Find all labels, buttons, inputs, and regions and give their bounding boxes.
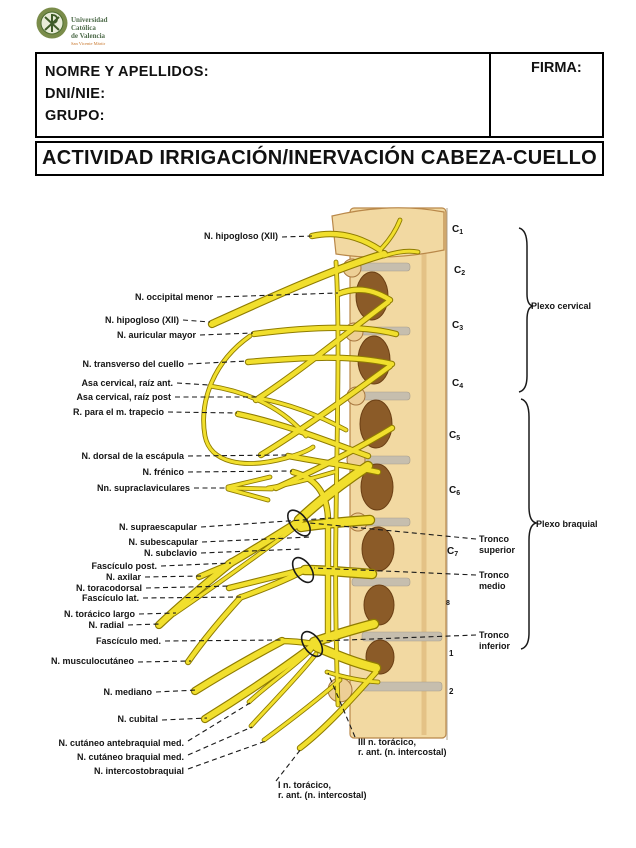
university-logo: Universidad Católica de Valencia San Vic…	[35, 6, 205, 46]
trunk-line: inferior	[479, 641, 511, 651]
nerve-label: Nn. supraclaviculares	[96, 483, 190, 493]
vertebra-label: C3	[452, 320, 463, 332]
nerve-label: N. musculocutáneo	[50, 656, 134, 666]
nerve-label: N. mediano	[103, 687, 152, 697]
university-name: Universidad Católica de Valencia San Vic…	[71, 16, 108, 46]
vertebra-number: 6	[456, 490, 461, 497]
logo-text-line: de Valencia	[71, 32, 106, 40]
dni-field-label: DNI/NIE:	[45, 86, 106, 102]
root-number: 2	[449, 687, 454, 696]
nerve-label: N. torácico largo	[63, 609, 135, 619]
vertebra-number: 3	[459, 325, 464, 332]
vertebra-letter: C	[447, 546, 455, 557]
vertebra-letter: C	[452, 378, 460, 389]
logo-subtitle: San Vicente Mártir	[71, 41, 106, 46]
logo-text-line: Universidad	[71, 16, 108, 24]
signature-label: FIRMA:	[531, 60, 582, 76]
vertebra-letter: C	[452, 224, 460, 235]
nerve-label: Fascículo lat.	[81, 593, 139, 603]
vertebra-label: C4	[452, 378, 463, 390]
vertebra-label: C2	[454, 265, 465, 277]
nerve-label: Asa cervical, raíz ant.	[81, 378, 173, 388]
note-line: r. ant. (n. intercostal)	[358, 746, 447, 757]
leader-lines	[127, 235, 477, 782]
signature-box: FIRMA:	[489, 54, 602, 136]
trunk-label-superior: Tronco superior	[479, 534, 515, 556]
trunk-label-medio: Tronco medio	[479, 570, 509, 592]
thoracic-nerve-note: III n. torácico, r. ant. (n. intercostal…	[358, 737, 447, 757]
note-line: III n. torácico,	[358, 737, 417, 747]
trunk-rings	[287, 509, 324, 658]
trunk-line: Tronco	[479, 570, 510, 580]
root-number: 8	[446, 600, 450, 607]
vertebra-number: 1	[459, 229, 464, 236]
vertebra-number: 5	[456, 435, 461, 442]
plexus-label-cervical: Plexo cervical	[531, 301, 592, 311]
nerve-label: Fascículo med.	[95, 636, 161, 646]
vertebra-letter: C	[449, 430, 457, 441]
thoracic-nerve-note: I n. torácico, r. ant. (n. intercostal)	[278, 780, 367, 800]
name-field-label: NOMRE Y APELLIDOS:	[45, 64, 209, 80]
university-seal-icon	[36, 7, 68, 39]
nerve-label: N. cubital	[117, 714, 158, 724]
vertebra-number: 4	[459, 383, 464, 390]
vertebra-letter: C	[449, 485, 457, 496]
nerve-label: N. radial	[88, 620, 124, 630]
plexus-label-braquial: Plexo braquial	[536, 519, 598, 529]
vertebra-label: C7	[447, 546, 458, 558]
trunk-line: Tronco	[479, 630, 510, 640]
trunk-label-inferior: Tronco inferior	[479, 630, 510, 652]
root-number: 1	[449, 649, 454, 658]
nerve-label: N. frénico	[142, 467, 184, 477]
student-fields: NOMRE Y APELLIDOS: DNI/NIE: GRUPO:	[37, 54, 489, 136]
trunk-line: superior	[479, 545, 516, 555]
vertebra-number: 2	[461, 270, 466, 277]
nerve-label: N. auricular mayor	[116, 330, 196, 340]
trunk-line: Tronco	[479, 534, 510, 544]
nerve-label: N. subescapular	[128, 537, 198, 547]
vertebra-label: C5	[449, 430, 460, 442]
plexus-braces	[518, 227, 539, 650]
vertebra-letter: C	[452, 320, 460, 331]
nerve-label: N. hipogloso (XII)	[105, 315, 179, 325]
logo-text-line: Católica	[71, 24, 96, 32]
nerve-label: N. intercostobraquial	[93, 766, 184, 776]
nerve-label: N. supraescapular	[118, 522, 197, 532]
vertebra-label: C1	[452, 224, 463, 236]
nerve-label: Fascículo post.	[91, 561, 157, 571]
note-line: I n. torácico,	[278, 780, 332, 790]
activity-title: ACTIVIDAD IRRIGACIÓN/INERVACIÓN CABEZA-C…	[35, 141, 604, 176]
nerve-label: N. cutáneo antebraquial med.	[58, 738, 184, 748]
note-line: r. ant. (n. intercostal)	[278, 789, 367, 800]
nerve-label: N. cutáneo braquial med.	[76, 752, 184, 762]
nerve-label: N. hipogloso (XII)	[204, 231, 278, 241]
group-field-label: GRUPO:	[45, 108, 105, 124]
nerve-label: R. para el m. trapecio	[72, 407, 164, 417]
nerve-label: N. occipital menor	[134, 292, 213, 302]
nerve-label: N. toracodorsal	[75, 583, 142, 593]
vertebra-letter: C	[454, 265, 462, 276]
nerve-label: N. subclavio	[143, 548, 197, 558]
chi-rho-symbol	[44, 14, 60, 32]
nerve-label: N. dorsal de la escápula	[81, 451, 184, 461]
student-info-box: NOMRE Y APELLIDOS: DNI/NIE: GRUPO: FIRMA…	[35, 52, 604, 138]
vertebra-label: C6	[449, 485, 460, 497]
vertebra-number: 7	[454, 551, 459, 558]
nerve-label: Asa cervical, raíz post	[76, 392, 171, 402]
nerve-label: N. transverso del cuello	[82, 359, 184, 369]
trunk-line: medio	[479, 581, 506, 591]
nerve-label: N. axilar	[105, 572, 141, 582]
